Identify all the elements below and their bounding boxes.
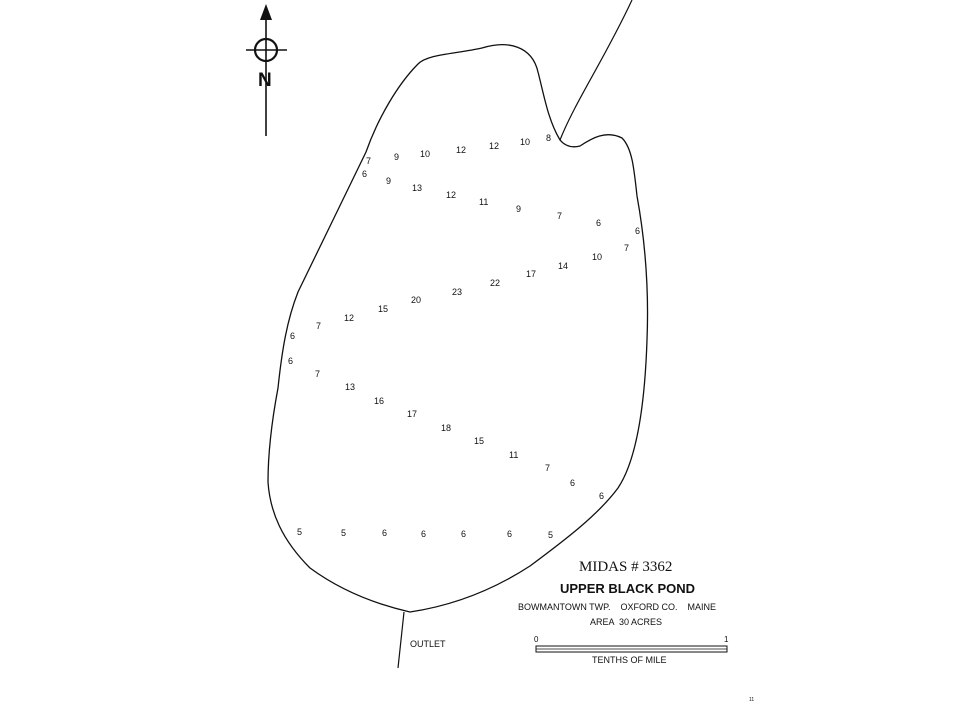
depth-sounding: 11 xyxy=(479,197,488,207)
inlet-stream xyxy=(559,0,633,141)
depth-sounding: 15 xyxy=(474,436,484,446)
scale-end-label: 1 xyxy=(724,635,729,644)
depth-sounding: 9 xyxy=(386,176,391,186)
depth-sounding: 5 xyxy=(297,527,302,537)
depth-sounding: 12 xyxy=(456,145,466,155)
depth-sounding: 17 xyxy=(407,409,417,419)
depth-sounding: 6 xyxy=(288,356,293,366)
depth-sounding: 13 xyxy=(412,183,422,193)
depth-sounding: 10 xyxy=(592,252,602,262)
midas-number: MIDAS # 3362 xyxy=(579,559,672,575)
depth-sounding: 10 xyxy=(520,137,530,147)
depth-sounding: 7 xyxy=(545,463,550,473)
depth-sounding: 7 xyxy=(624,243,629,253)
depth-soundings: 7 9 10 12 12 10 8 6 9 13 12 11 9 7 6 6 6… xyxy=(288,133,640,540)
depth-sounding: 15 xyxy=(378,304,388,314)
depth-sounding: 6 xyxy=(570,478,575,488)
depth-sounding: 6 xyxy=(421,529,426,539)
depth-sounding: 12 xyxy=(489,141,499,151)
depth-sounding: 5 xyxy=(548,530,553,540)
depth-sounding: 6 xyxy=(507,529,512,539)
depth-sounding: 23 xyxy=(452,287,462,297)
depth-sounding: 9 xyxy=(516,204,521,214)
outlet-stream xyxy=(397,611,405,669)
depth-sounding: 9 xyxy=(394,152,399,162)
north-arrowhead-icon xyxy=(260,4,272,20)
depth-sounding: 6 xyxy=(382,528,387,538)
depth-sounding: 14 xyxy=(558,261,568,271)
depth-sounding: 12 xyxy=(446,190,456,200)
depth-sounding: 6 xyxy=(635,226,640,236)
scale-bar: 0 1 TENTHS OF MILE xyxy=(534,635,729,665)
depth-sounding: 7 xyxy=(315,369,320,379)
depth-sounding: 18 xyxy=(441,423,451,433)
depth-sounding: 7 xyxy=(557,211,562,221)
depth-sounding: 6 xyxy=(596,218,601,228)
title-block: MIDAS # 3362 UPPER BLACK POND BOWMANTOWN… xyxy=(518,559,716,627)
depth-sounding: 6 xyxy=(599,491,604,501)
depth-sounding: 22 xyxy=(490,278,500,288)
depth-sounding: 7 xyxy=(316,321,321,331)
depth-sounding: 16 xyxy=(374,396,384,406)
depth-sounding: 7 xyxy=(366,156,371,166)
outlet-label: OUTLET xyxy=(410,639,446,649)
scale-start-label: 0 xyxy=(534,635,539,644)
pond-area: AREA 30 ACRES xyxy=(590,617,662,627)
north-label: N xyxy=(258,70,272,91)
north-arrow: N xyxy=(246,4,287,136)
depth-sounding: 10 xyxy=(420,149,430,159)
depth-sounding: 5 xyxy=(341,528,346,538)
pond-name: UPPER BLACK POND xyxy=(560,581,695,596)
depth-sounding: 6 xyxy=(362,169,367,179)
depth-sounding: 6 xyxy=(290,331,295,341)
depth-sounding: 6 xyxy=(461,529,466,539)
depth-sounding: 8 xyxy=(546,133,551,143)
depth-sounding: 17 xyxy=(526,269,536,279)
depth-sounding: 20 xyxy=(411,295,421,305)
depth-sounding: 11 xyxy=(509,450,518,460)
scale-units-label: TENTHS OF MILE xyxy=(592,655,667,665)
page-number: 11 xyxy=(749,697,754,703)
pond-location: BOWMANTOWN TWP. OXFORD CO. MAINE xyxy=(518,602,716,612)
pond-shoreline xyxy=(267,44,649,613)
depth-sounding: 13 xyxy=(345,382,355,392)
depth-sounding: 12 xyxy=(344,313,354,323)
